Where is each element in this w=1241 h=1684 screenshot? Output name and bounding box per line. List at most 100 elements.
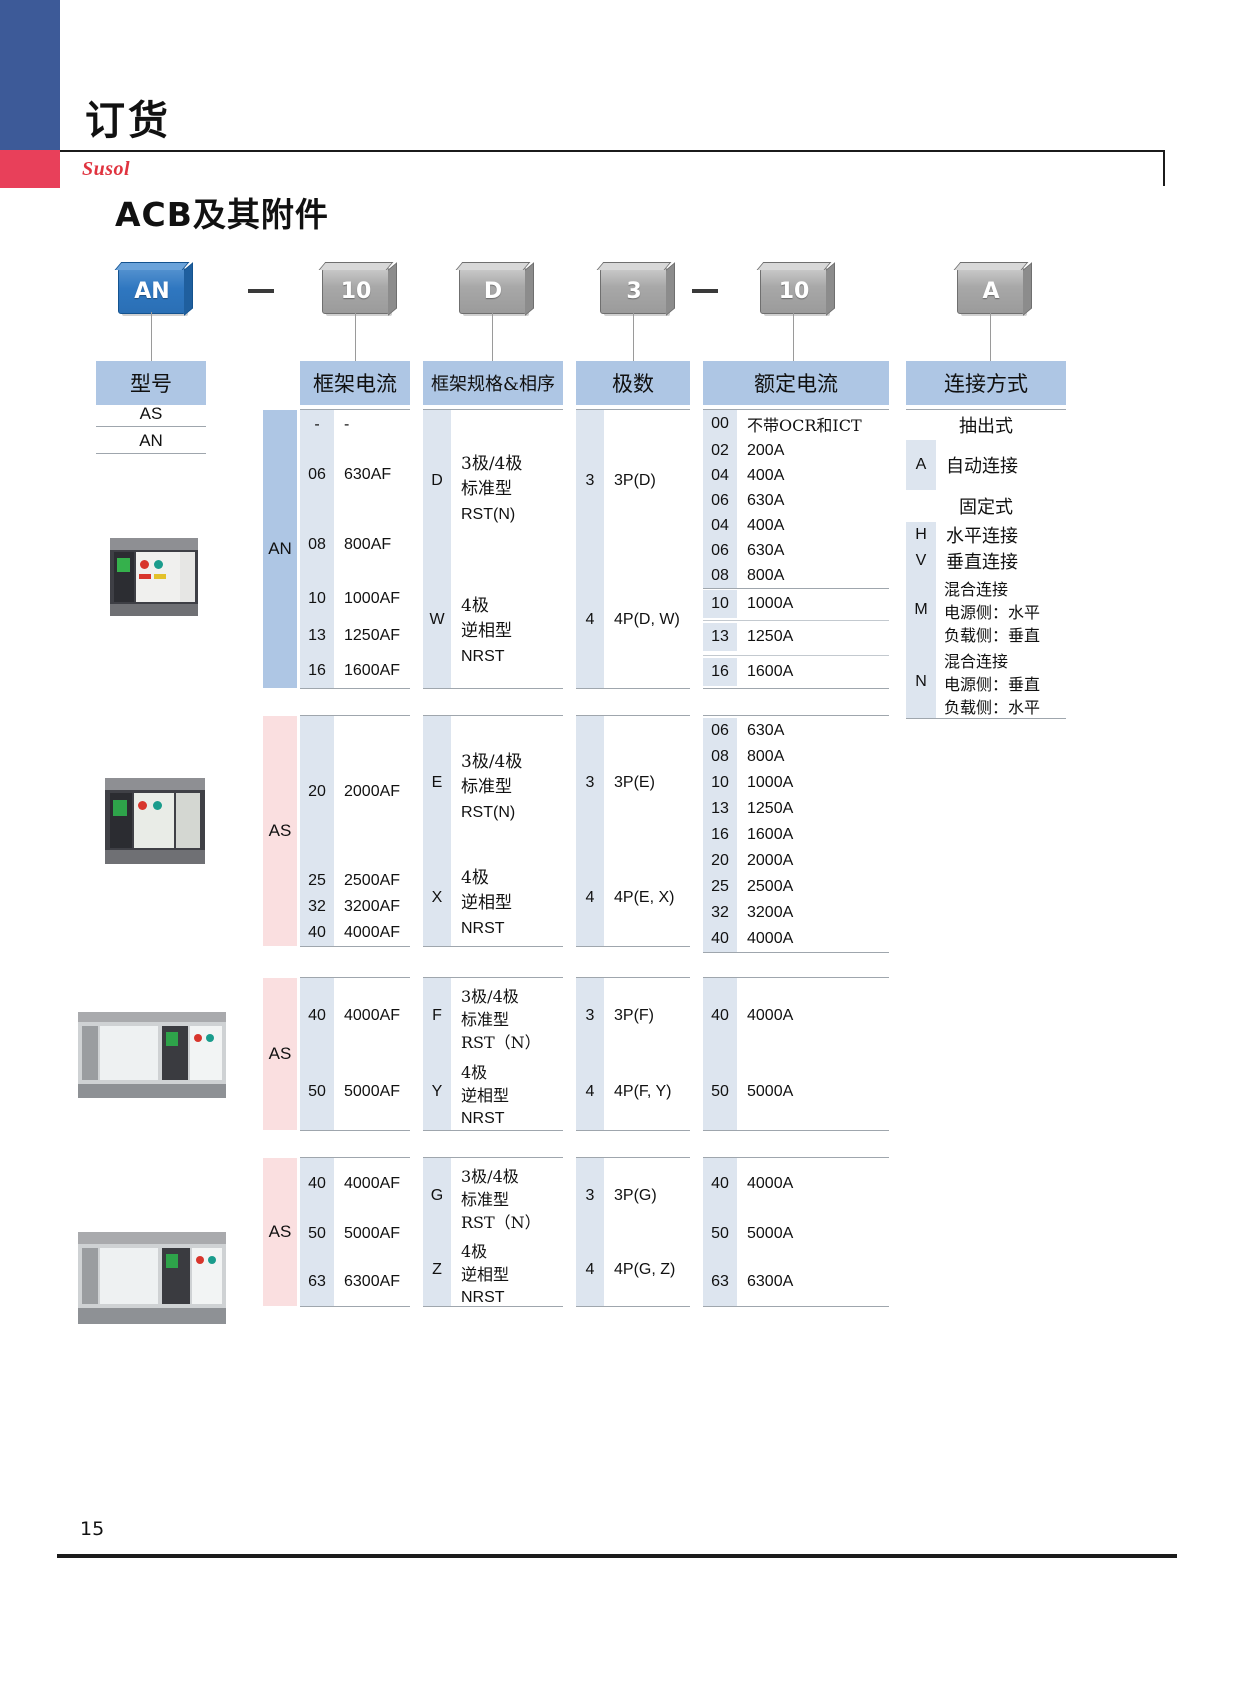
rated-current-value: 不带OCR和ICT: [737, 410, 889, 438]
frame-spec-body: [451, 716, 563, 849]
rated-current-code: 08: [703, 744, 737, 770]
poles-code: 4: [576, 1234, 604, 1306]
code-badge-label: 10: [340, 278, 372, 304]
frame-spec-line1: 4极: [461, 868, 489, 888]
frame-spec-text: 3极/4极 标准型 RST(N): [461, 750, 522, 825]
frame-spec-line1: 3极/4极: [461, 1167, 519, 1186]
rated-current-value: 4000A: [737, 978, 889, 1054]
rated-current-value: 5000A: [737, 1210, 889, 1258]
block-model-cell: AS: [263, 978, 297, 1130]
frame-current-value: -: [334, 410, 410, 440]
connection-desc-line1: 混合连接: [944, 580, 1009, 599]
poles-code: 3: [576, 978, 604, 1054]
block-top-rule: [703, 1157, 889, 1158]
column-header-frame-spec: 框架规格&相序: [423, 361, 563, 405]
connection-group2-title: 固定式: [906, 490, 1066, 522]
rated-current-code: 06: [703, 488, 737, 513]
frame-spec-line1: 4极: [461, 1063, 488, 1082]
model-list-item-as: AS: [139, 404, 163, 423]
badge-side-face: [1023, 262, 1032, 316]
connection-top-rule: [906, 409, 1066, 410]
frame-spec-text: 4极 逆相型 NRST: [461, 866, 512, 941]
rated-current-value: 800A: [737, 563, 889, 588]
page-corner-red: [0, 150, 60, 188]
badge-top-face: [756, 262, 832, 270]
rated-current-code: 04: [703, 463, 737, 488]
poles-value: 3P(E): [604, 716, 690, 849]
product-photo-as-2000: [105, 778, 205, 864]
rated-current-value: 3200A: [737, 900, 889, 926]
frame-spec-line3: NRST: [461, 920, 505, 937]
leader-line-poles: [633, 312, 634, 362]
rated-current-code: 10: [703, 590, 737, 618]
rated-current-value: 6300A: [737, 1258, 889, 1306]
frame-current-code: 06: [300, 440, 334, 510]
badge-side-face: [525, 262, 534, 316]
rated-current-value: 4000A: [737, 1158, 889, 1210]
frame-spec-line1: 3极/4极: [461, 454, 523, 474]
code-badge-connection: A: [953, 262, 1032, 316]
frame-current-value: 6300AF: [334, 1258, 410, 1306]
badge-separator-1: [248, 289, 274, 293]
block-top-rule: [576, 977, 690, 978]
frame-spec-line2: 标准型: [461, 777, 512, 797]
poles-value: 4P(D, W): [604, 551, 690, 688]
rated-current-value: 800A: [737, 744, 889, 770]
frame-current-code: 63: [300, 1258, 334, 1306]
frame-spec-line2: 逆相型: [461, 1265, 510, 1284]
leader-line-frame-current: [355, 312, 356, 362]
frame-spec-code: E: [423, 716, 451, 849]
rated-current-value: 200A: [737, 438, 889, 463]
badge-side-face: [388, 262, 397, 316]
block-top-rule: [576, 1157, 690, 1158]
connection-code: M: [906, 574, 936, 646]
code-badge-label: A: [982, 278, 1000, 304]
code-badge-label: AN: [134, 278, 170, 304]
product-photo-as-6300: [78, 1232, 226, 1324]
block-bottom-rule: [423, 1306, 563, 1307]
frame-spec-code: W: [423, 551, 451, 688]
frame-spec-text: 4极 逆相型 NRST: [461, 594, 512, 669]
frame-current-code: 40: [300, 978, 334, 1054]
poles-code: 3: [576, 1158, 604, 1234]
block-bottom-rule: [300, 688, 410, 689]
rated-current-value: 2000A: [737, 848, 889, 874]
rated-current-code: 08: [703, 563, 737, 588]
frame-spec-body: [451, 1054, 563, 1130]
frame-spec-code: F: [423, 978, 451, 1054]
frame-spec-line2: 标准型: [461, 1010, 510, 1029]
rated-current-code: 20: [703, 848, 737, 874]
block-bottom-rule: [576, 1130, 690, 1131]
column-header-connection: 连接方式: [906, 361, 1066, 405]
frame-current-value: 5000AF: [334, 1210, 410, 1258]
frame-spec-code: G: [423, 1158, 451, 1234]
frame-current-value: 1000AF: [334, 580, 410, 618]
frame-spec-body: [451, 1234, 563, 1306]
rated-current-value: 1600A: [737, 822, 889, 848]
block-top-rule: [703, 409, 889, 410]
frame-spec-code: Y: [423, 1054, 451, 1130]
poles-value: 4P(G, Z): [604, 1234, 690, 1306]
product-photo-an: [110, 538, 198, 616]
badge-top-face: [455, 262, 531, 270]
row-divider: [703, 655, 889, 656]
connection-desc-lines: 混合连接 电源侧：水平 负载侧：垂直: [944, 578, 1040, 647]
leader-line-rated-current: [793, 312, 794, 362]
code-badge-poles: 3: [596, 262, 675, 316]
frame-current-code: 50: [300, 1054, 334, 1130]
frame-spec-line3: NRST: [461, 648, 505, 665]
model-list-divider-1: [96, 426, 206, 427]
frame-current-value: 800AF: [334, 510, 410, 580]
block-top-rule: [300, 977, 410, 978]
frame-spec-line3: NRST: [461, 1289, 505, 1306]
frame-spec-line2: 逆相型: [461, 1086, 510, 1105]
rated-current-code: 32: [703, 900, 737, 926]
frame-spec-line3: RST（N）: [461, 1033, 541, 1052]
frame-current-code: -: [300, 410, 334, 440]
model-list-item-an: AN: [139, 431, 163, 450]
poles-value: 3P(G): [604, 1158, 690, 1234]
rated-current-value: 1000A: [737, 770, 889, 796]
badge-top-face: [318, 262, 394, 270]
code-badge-label: 3: [626, 278, 642, 304]
block-model-cell: AS: [263, 1158, 297, 1306]
